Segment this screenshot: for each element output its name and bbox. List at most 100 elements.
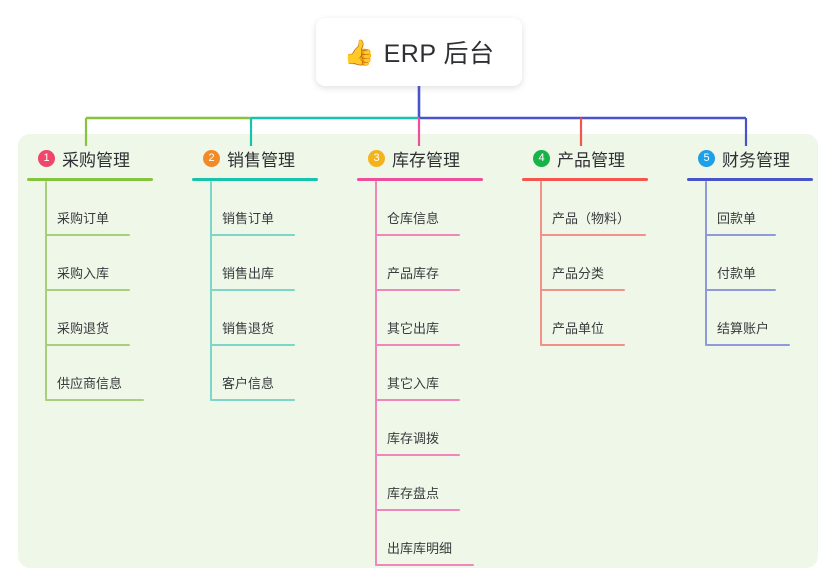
leaf-underline (376, 289, 460, 291)
leaf-underline (706, 234, 776, 236)
branch-spine-3 (375, 181, 377, 566)
leaf-label: 产品分类 (552, 266, 605, 281)
leaf-underline (541, 344, 625, 346)
branch-column-2[interactable]: 2 销售管理销售订单销售出库销售退货客户信息 (183, 146, 348, 401)
leaf-item[interactable]: 结算账户 (678, 291, 818, 346)
leaf-label: 其它入库 (387, 376, 440, 391)
leaf-item[interactable]: 采购退货 (18, 291, 183, 346)
leaf-underline (376, 564, 474, 566)
branch-underline-4 (522, 178, 648, 181)
leaf-label: 出库库明细 (387, 541, 453, 556)
leaf-label: 采购退货 (57, 321, 110, 336)
leaf-underline (46, 234, 130, 236)
leaf-label: 产品库存 (387, 266, 440, 281)
leaf-item[interactable]: 销售出库 (183, 236, 348, 291)
branch-spine-2 (210, 181, 212, 401)
leaf-label: 采购订单 (57, 211, 110, 226)
leaf-item[interactable]: 付款单 (678, 236, 818, 291)
leaf-underline (376, 344, 460, 346)
leaf-label: 仓库信息 (387, 211, 440, 226)
leaf-underline (46, 344, 130, 346)
leaf-underline (706, 289, 776, 291)
leaf-underline (211, 344, 295, 346)
leaf-underline (211, 234, 295, 236)
leaf-underline (376, 454, 460, 456)
leaf-underline (541, 289, 625, 291)
leaf-item[interactable]: 客户信息 (183, 346, 348, 401)
leaf-item[interactable]: 销售订单 (183, 181, 348, 236)
branch-leaves-2: 销售订单销售出库销售退货客户信息 (183, 181, 348, 401)
leaf-label: 销售出库 (222, 266, 275, 281)
leaf-underline (46, 399, 144, 401)
leaf-underline (211, 289, 295, 291)
branch-spine-1 (45, 181, 47, 401)
leaf-item[interactable]: 产品（物料） (513, 181, 678, 236)
leaf-item[interactable]: 产品库存 (348, 236, 513, 291)
leaf-item[interactable]: 采购订单 (18, 181, 183, 236)
leaf-label: 销售订单 (222, 211, 275, 226)
branch-badge-5: 5 (698, 149, 715, 167)
leaf-item[interactable]: 销售退货 (183, 291, 348, 346)
leaf-item[interactable]: 采购入库 (18, 236, 183, 291)
leaf-item[interactable]: 仓库信息 (348, 181, 513, 236)
root-node[interactable]: 👍 ERP 后台 (316, 18, 522, 86)
leaf-underline (541, 234, 646, 236)
branches-panel (18, 134, 818, 568)
leaf-label: 付款单 (717, 266, 757, 281)
branch-spine-5 (705, 181, 707, 346)
leaf-label: 回款单 (717, 211, 757, 226)
leaf-label: 产品（物料） (552, 211, 631, 226)
leaf-underline (376, 234, 460, 236)
branch-leaves-1: 采购订单采购入库采购退货供应商信息 (18, 181, 183, 401)
leaf-item[interactable]: 供应商信息 (18, 346, 183, 401)
branch-header-4[interactable]: 4 产品管理 (513, 146, 678, 170)
leaf-label: 客户信息 (222, 376, 275, 391)
branch-underline-1 (27, 178, 153, 181)
branch-underline-3 (357, 178, 483, 181)
leaf-underline (211, 399, 295, 401)
branch-column-4[interactable]: 4 产品管理产品（物料） 产品分类产品单位 (513, 146, 678, 346)
leaf-label: 库存盘点 (387, 486, 440, 501)
branch-title-1: 采购管理 (62, 150, 130, 170)
leaf-item[interactable]: 其它出库 (348, 291, 513, 346)
branch-leaves-5: 回款单付款单结算账户 (678, 181, 818, 346)
leaf-item[interactable]: 库存盘点 (348, 456, 513, 511)
leaf-underline (376, 509, 460, 511)
branch-badge-2: 2 (203, 149, 220, 167)
leaf-underline (706, 344, 790, 346)
leaf-label: 其它出库 (387, 321, 440, 336)
branch-underline-2 (192, 178, 318, 181)
branch-column-5[interactable]: 5 财务管理回款单付款单结算账户 (678, 146, 818, 346)
branch-spine-4 (540, 181, 542, 346)
leaf-item[interactable]: 回款单 (678, 181, 818, 236)
leaf-label: 产品单位 (552, 321, 605, 336)
branch-title-2: 销售管理 (227, 150, 295, 170)
leaf-label: 库存调拨 (387, 431, 440, 446)
branch-underline-5 (687, 178, 813, 181)
branch-header-2[interactable]: 2 销售管理 (183, 146, 348, 170)
leaf-item[interactable]: 出库库明细 (348, 511, 513, 566)
branch-title-5: 财务管理 (722, 150, 790, 170)
branch-title-4: 产品管理 (557, 150, 625, 170)
leaf-item[interactable]: 其它入库 (348, 346, 513, 401)
leaf-item[interactable]: 产品分类 (513, 236, 678, 291)
root-node-label: ERP 后台 (383, 40, 495, 68)
leaf-label: 供应商信息 (57, 376, 123, 391)
leaf-label: 结算账户 (717, 321, 770, 336)
branch-leaves-3: 仓库信息产品库存其它出库其它入库库存调拨库存盘点出库库明细 (348, 181, 513, 566)
branch-leaves-4: 产品（物料） 产品分类产品单位 (513, 181, 678, 346)
root-node-content: 👍 ERP 后台 (343, 34, 494, 70)
leaf-label: 销售退货 (222, 321, 275, 336)
leaf-item[interactable]: 产品单位 (513, 291, 678, 346)
thumbs-up-icon: 👍 (343, 37, 375, 67)
branch-title-3: 库存管理 (392, 150, 460, 170)
branch-badge-4: 4 (533, 149, 550, 167)
leaf-item[interactable]: 库存调拨 (348, 401, 513, 456)
branch-header-5[interactable]: 5 财务管理 (678, 146, 818, 170)
leaf-underline (376, 399, 460, 401)
